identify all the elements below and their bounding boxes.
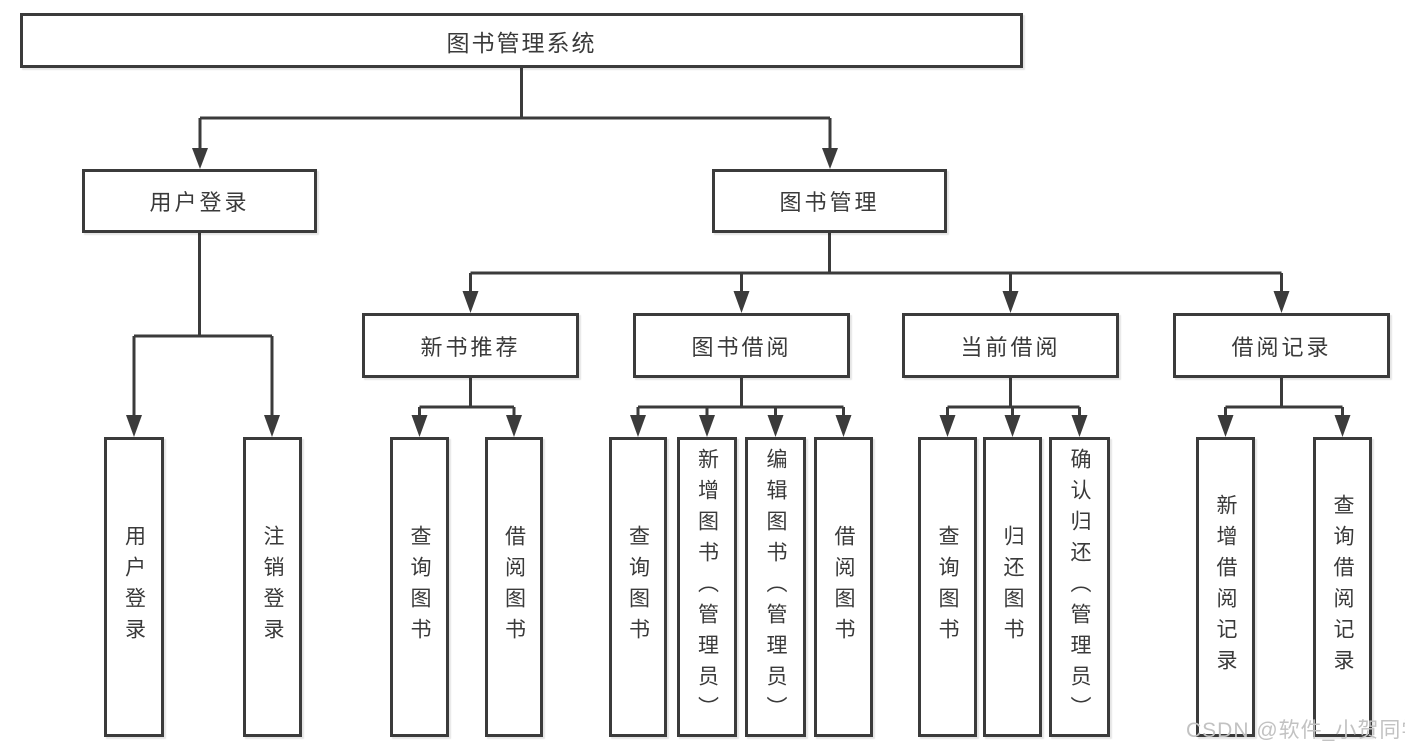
node-label: 图书管理: [779, 190, 880, 215]
connector-book-management-to-sections: [462, 233, 1290, 313]
arrowhead-down-icon: [506, 415, 522, 437]
connector-line: [1224, 378, 1344, 417]
arrowhead-down-icon: [192, 148, 208, 169]
leaf-return-books: 归还图书: [983, 437, 1042, 737]
leaf-label: 归还图书: [1001, 525, 1024, 649]
connector-line: [636, 378, 845, 417]
leaf-label: 新增借阅记录: [1214, 494, 1237, 680]
node-label: 图书管理系统: [446, 29, 597, 56]
node-label: 借阅记录: [1231, 334, 1332, 360]
leaf-label: 借阅图书: [832, 525, 855, 649]
leaf-label: 查询图书: [936, 525, 959, 649]
node-borrowing-records: 借阅记录: [1173, 313, 1390, 378]
connector-line: [469, 233, 1283, 293]
leaf-label: 查询图书: [626, 525, 650, 649]
leaf-add-books-admin: 新增图书（管理员）: [677, 437, 737, 737]
connector-root-to-level2: [192, 68, 838, 169]
leaf-edit-books-admin: 编辑图书（管理员）: [745, 437, 806, 737]
node-label: 当前借阅: [960, 334, 1061, 360]
arrowhead-down-icon: [1071, 415, 1088, 437]
leaf-confirm-return-admin: 确认归还（管理员）: [1049, 437, 1110, 737]
connector-new-book-to-children: [411, 378, 522, 437]
leaf-label: 确认归还（管理员）: [1068, 447, 1091, 727]
arrowhead-down-icon: [835, 415, 852, 437]
leaf-label: 查询借阅记录: [1331, 494, 1354, 680]
arrowhead-down-icon: [822, 148, 838, 169]
connector-line: [132, 233, 274, 417]
arrowhead-down-icon: [462, 291, 479, 313]
arrowhead-down-icon: [767, 415, 784, 437]
node-book-management: 图书管理: [712, 169, 947, 233]
connector-book-borrowing-to-children: [630, 378, 852, 437]
csdn-watermark: CSDN @软件_小贺同学: [1186, 719, 1405, 742]
connector-borrowing-records-to-children: [1217, 378, 1351, 437]
leaf-label: 新增图书（管理员）: [695, 447, 719, 727]
arrowhead-down-icon: [1273, 291, 1290, 313]
leaf-label: 用户登录: [122, 525, 146, 649]
arrowhead-down-icon: [630, 415, 646, 437]
node-user-login: 用户登录: [82, 169, 317, 233]
node-label: 图书借阅: [691, 334, 792, 360]
connector-line: [198, 68, 832, 150]
leaf-logout: 注销登录: [243, 437, 302, 737]
arrowhead-down-icon: [264, 415, 280, 437]
arrowhead-down-icon: [699, 415, 715, 437]
arrowhead-down-icon: [939, 415, 956, 437]
leaf-query-books-current: 查询图书: [918, 437, 977, 737]
leaf-borrow-books-recommend: 借阅图书: [485, 437, 543, 737]
node-label: 新书推荐: [420, 334, 521, 360]
leaf-query-books-recommend: 查询图书: [390, 437, 449, 737]
leaf-query-books-borrowing: 查询图书: [609, 437, 667, 737]
node-new-book-recommendation: 新书推荐: [362, 313, 579, 378]
leaf-add-borrow-record: 新增借阅记录: [1196, 437, 1255, 737]
arrowhead-down-icon: [733, 291, 750, 313]
node-label: 用户登录: [149, 190, 250, 215]
leaf-label: 编辑图书（管理员）: [764, 447, 787, 727]
arrowhead-down-icon: [1002, 291, 1019, 313]
arrowhead-down-icon: [411, 415, 428, 437]
leaf-label: 借阅图书: [502, 525, 526, 649]
leaf-label: 注销登录: [261, 525, 284, 649]
connector-line: [946, 378, 1081, 417]
arrowhead-down-icon: [126, 415, 142, 437]
node-library-management-system: 图书管理系统: [20, 13, 1023, 68]
leaf-borrow-books: 借阅图书: [814, 437, 873, 737]
connector-current-borrowing-to-children: [939, 378, 1088, 437]
arrowhead-down-icon: [1217, 415, 1234, 437]
node-current-borrowing: 当前借阅: [902, 313, 1119, 378]
node-book-borrowing: 图书借阅: [633, 313, 850, 378]
arrowhead-down-icon: [1004, 415, 1021, 437]
arrowhead-down-icon: [1334, 415, 1351, 437]
leaf-user-login: 用户登录: [104, 437, 164, 737]
connector-user-login-to-children: [126, 233, 280, 437]
leaf-query-borrow-record: 查询借阅记录: [1313, 437, 1372, 737]
leaf-label: 查询图书: [408, 525, 431, 649]
connector-line: [418, 378, 516, 417]
